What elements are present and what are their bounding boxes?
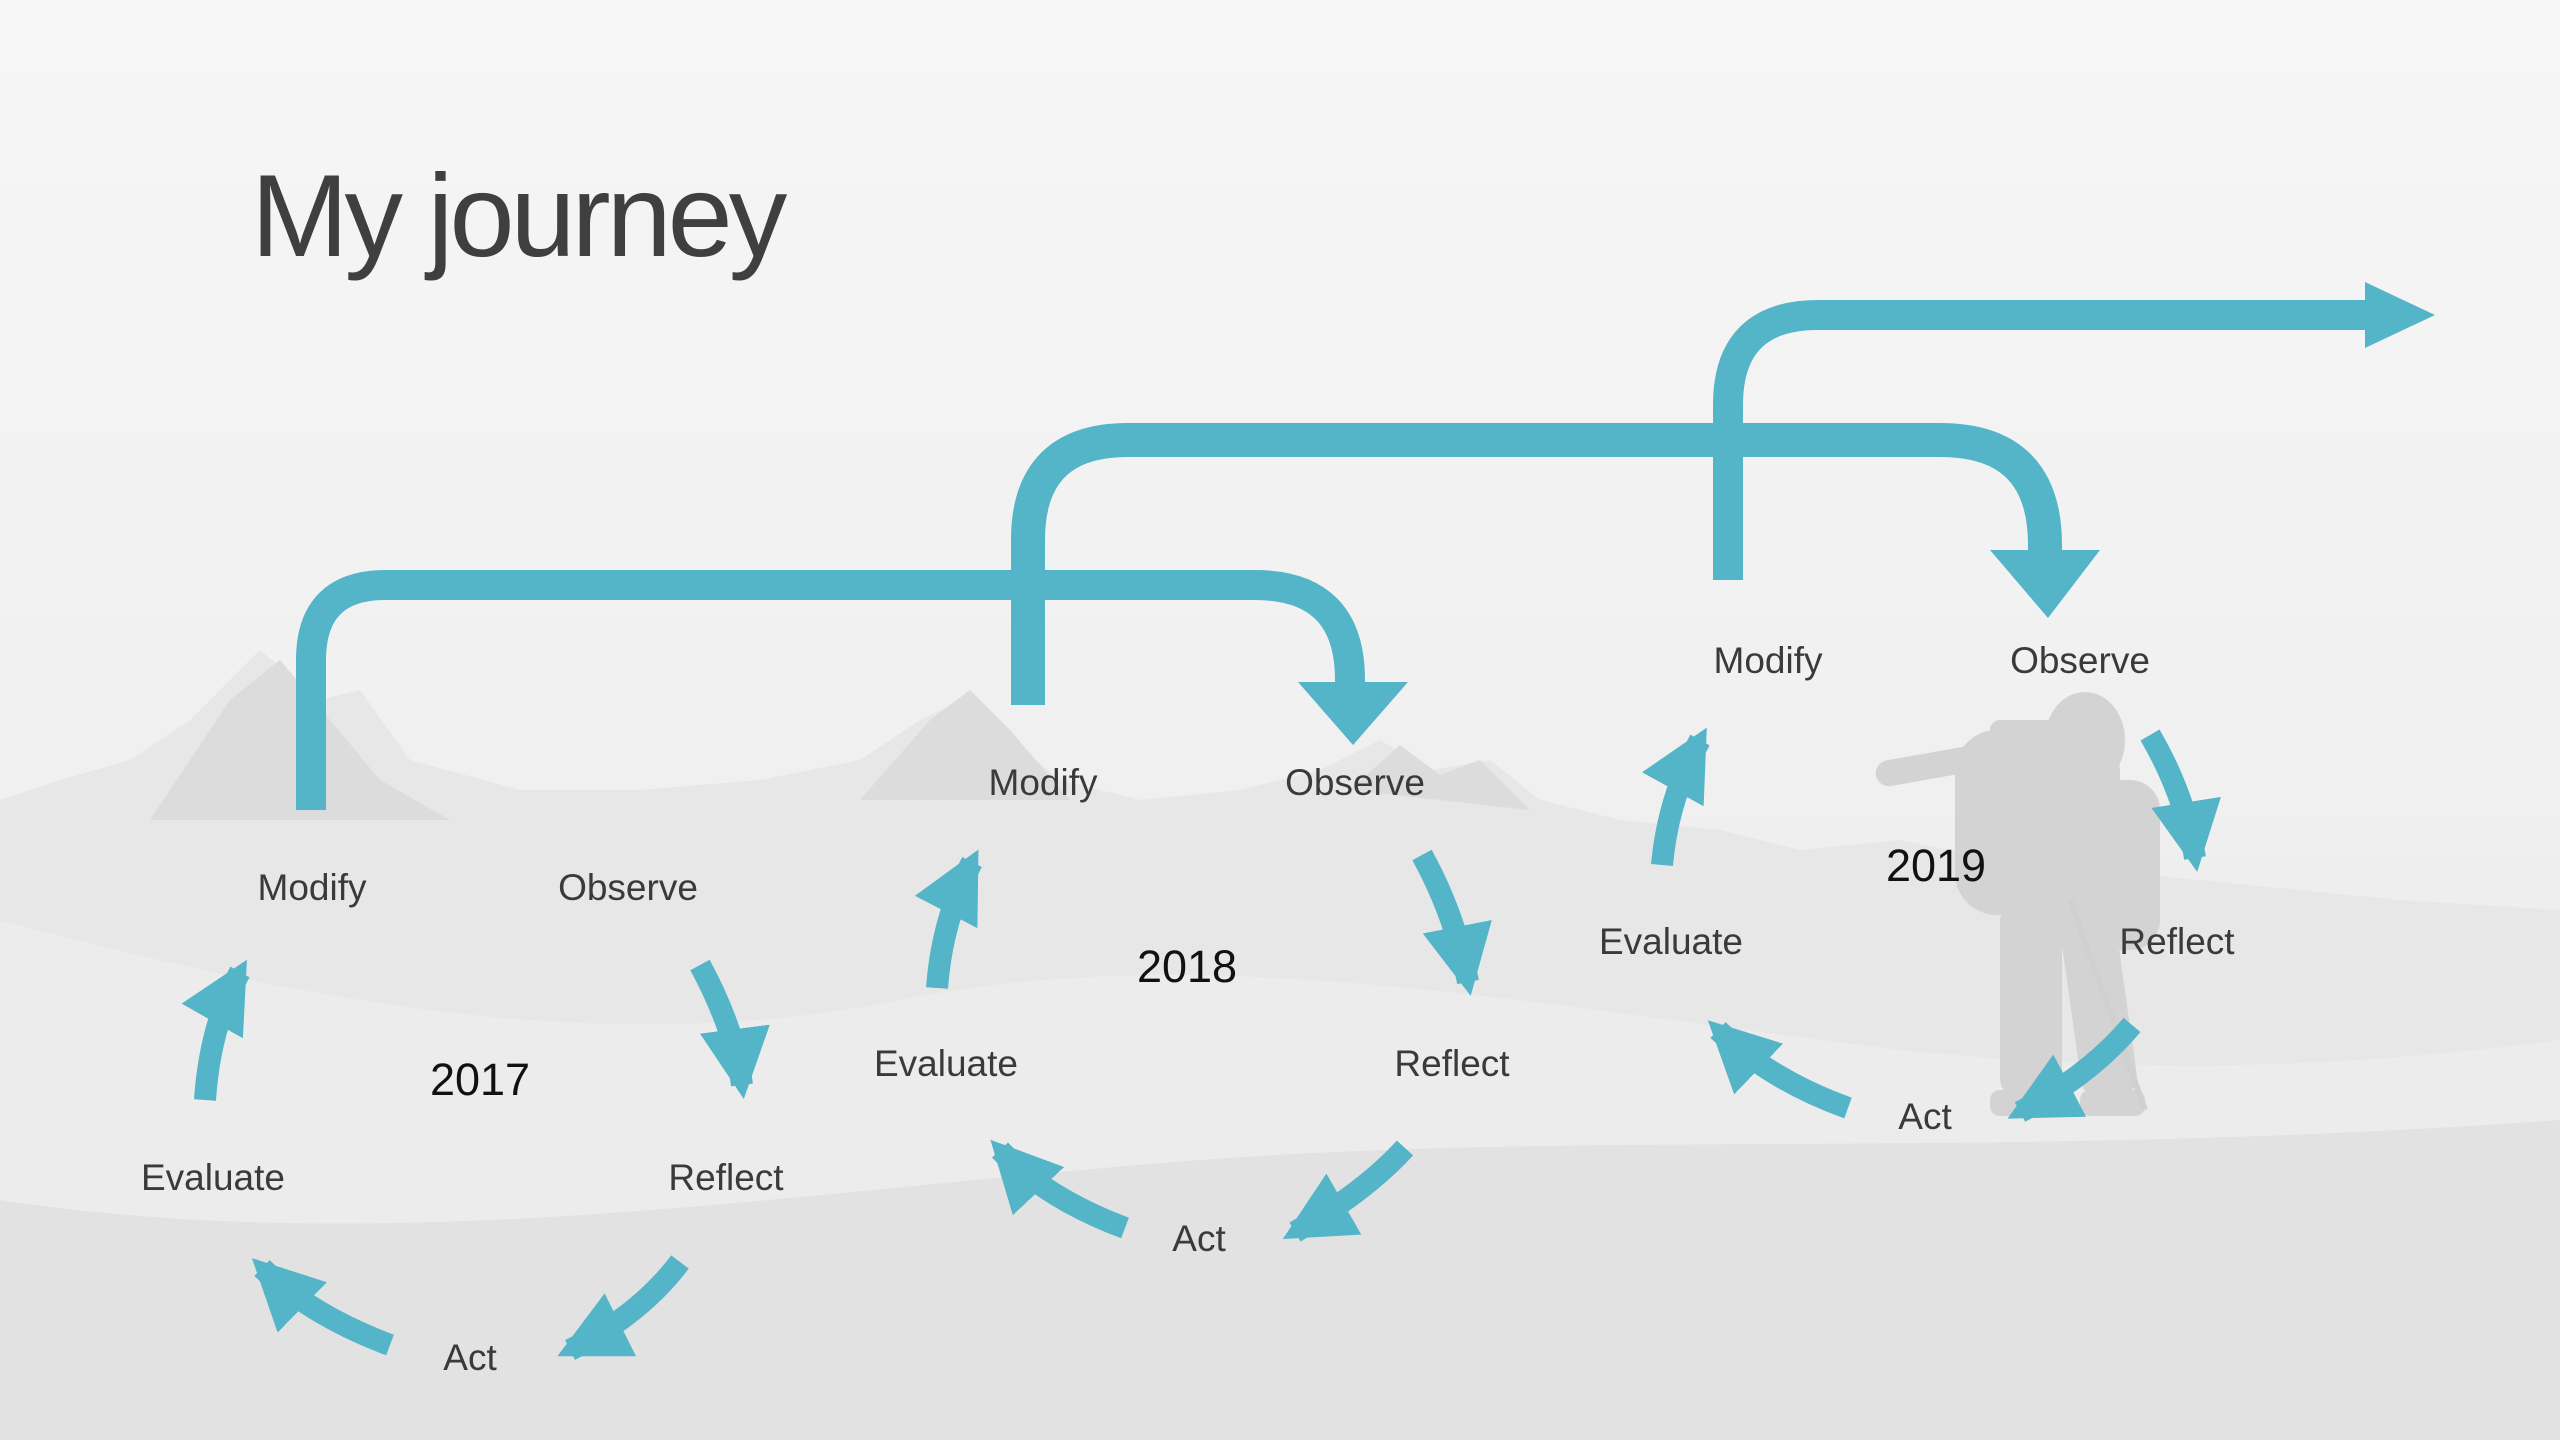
hiker-silhouette bbox=[1875, 692, 2160, 1116]
step-reflect-2019: Reflect bbox=[2119, 921, 2235, 962]
step-evaluate-2019: Evaluate bbox=[1599, 921, 1743, 962]
connector-2019-to-future bbox=[1713, 300, 2370, 580]
year-label-2018: 2018 bbox=[1136, 941, 1238, 992]
slide-title: My journey bbox=[251, 150, 787, 281]
year-label-2019: 2019 bbox=[1885, 840, 1987, 891]
cycle-arrows-2019 bbox=[1641, 727, 2221, 1122]
future-arrow-head bbox=[2365, 282, 2435, 348]
step-evaluate-2018: Evaluate bbox=[874, 1043, 1018, 1084]
step-evaluate-2017: Evaluate bbox=[141, 1157, 285, 1198]
step-act-2019: Act bbox=[1898, 1096, 1952, 1137]
step-act-2018: Act bbox=[1172, 1218, 1226, 1259]
step-reflect-2018: Reflect bbox=[1394, 1043, 1510, 1084]
step-observe-2019: Observe bbox=[2010, 640, 2150, 681]
step-modify-2017: Modify bbox=[257, 867, 367, 908]
step-modify-2019: Modify bbox=[1713, 640, 1823, 681]
step-modify-2018: Modify bbox=[988, 762, 1098, 803]
cycle-arrows-2017 bbox=[181, 959, 770, 1360]
cycle-arrows-2018 bbox=[914, 849, 1492, 1242]
step-reflect-2017: Reflect bbox=[668, 1157, 784, 1198]
step-observe-2018: Observe bbox=[1285, 762, 1425, 803]
mountain-peaks bbox=[150, 660, 1530, 820]
connector-2017-to-2018 bbox=[296, 570, 1365, 810]
connector-2018-to-2019 bbox=[1011, 423, 2062, 705]
step-act-2017: Act bbox=[443, 1337, 497, 1378]
step-observe-2017: Observe bbox=[558, 867, 698, 908]
year-label-2017: 2017 bbox=[429, 1054, 531, 1105]
